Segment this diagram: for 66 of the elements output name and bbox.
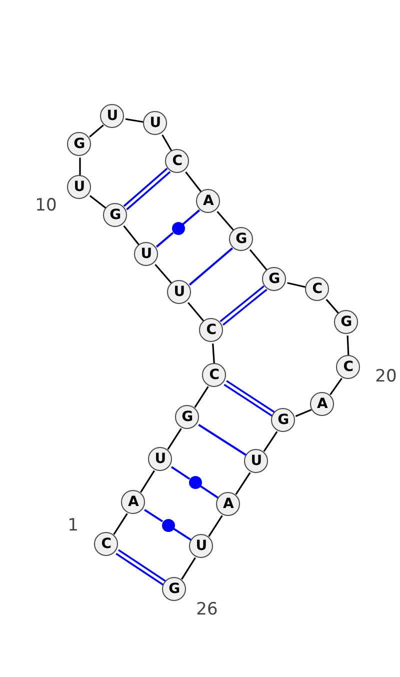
base-pair-line [200, 485, 220, 499]
backbone-line [287, 282, 306, 288]
backbone-line [167, 428, 182, 450]
backbone-line [125, 118, 144, 123]
backbone-line [249, 249, 268, 271]
backbone-line [79, 158, 81, 176]
backbone-line [326, 298, 340, 314]
nucleotide-circle: C [202, 363, 226, 388]
nucleotide-circle: U [134, 242, 158, 266]
nucleotide-circle: G [334, 310, 358, 334]
backbone-line [263, 431, 278, 452]
backbone-line [295, 409, 312, 417]
nucleotide-circle: A [310, 392, 334, 416]
backbone-line [154, 264, 172, 284]
base-pair-line [182, 209, 200, 226]
nucleotide-circle: G [229, 227, 254, 252]
backbone-line [89, 195, 107, 209]
nucleotide-circle: U [148, 447, 172, 472]
nucleotide-circle: U [189, 534, 214, 558]
backbone-line [235, 472, 251, 495]
backbone-line [185, 171, 202, 193]
backbone-line [89, 124, 104, 138]
nucleotide-circle: C [336, 355, 360, 380]
nucleotide-circle: G [175, 405, 200, 430]
base-pair-line [170, 466, 190, 480]
nucleotide-circle: U [143, 111, 168, 136]
base-pair-line [144, 509, 164, 522]
nucleotide-circle: U [244, 449, 268, 474]
backbone-line [181, 557, 196, 580]
nucleotide-circle: C [199, 318, 224, 342]
nucleotide-circle: U [100, 104, 124, 128]
nucleotide-circle: C [305, 277, 330, 302]
backbone-line [140, 470, 155, 493]
base-pair-line [188, 247, 234, 286]
base-pair-line [156, 232, 174, 248]
position-number: 10 [35, 198, 57, 214]
nucleotide-circle: G [271, 408, 296, 432]
nucleotide-circle: G [103, 203, 128, 228]
nucleotide-circle: C [165, 149, 190, 174]
nucleotide-circle: A [121, 490, 146, 514]
nucleotide-circle: G [67, 132, 92, 156]
nucleotide-circle: C [94, 532, 118, 556]
position-number: 1 [68, 518, 78, 534]
nucleotide-circle: A [216, 492, 240, 516]
backbone-line [194, 386, 209, 408]
position-number: 26 [196, 602, 218, 618]
base-pair-dot-icon [162, 518, 174, 532]
backbone-line [346, 336, 350, 356]
base-pair-line [172, 528, 192, 541]
base-pair-dot-icon [172, 222, 184, 235]
nucleotide-circle: U [67, 175, 92, 200]
base-pair-line [198, 424, 247, 456]
backbone-line [188, 302, 204, 322]
backbone-line [216, 210, 234, 232]
nucleotide-circle: A [196, 189, 220, 214]
nucleotide-circle: G [262, 267, 286, 292]
backbone-line [113, 513, 128, 535]
nucleotide-circle: U [167, 280, 192, 304]
backbone-line [212, 344, 215, 364]
backbone-line [208, 515, 223, 537]
backbone-line [162, 134, 172, 152]
backbone-line [123, 225, 140, 246]
position-number: 20 [375, 368, 397, 386]
base-pair-dot-icon [188, 476, 202, 489]
nucleotide-circle: G [162, 577, 186, 602]
backbone-line [330, 378, 342, 396]
